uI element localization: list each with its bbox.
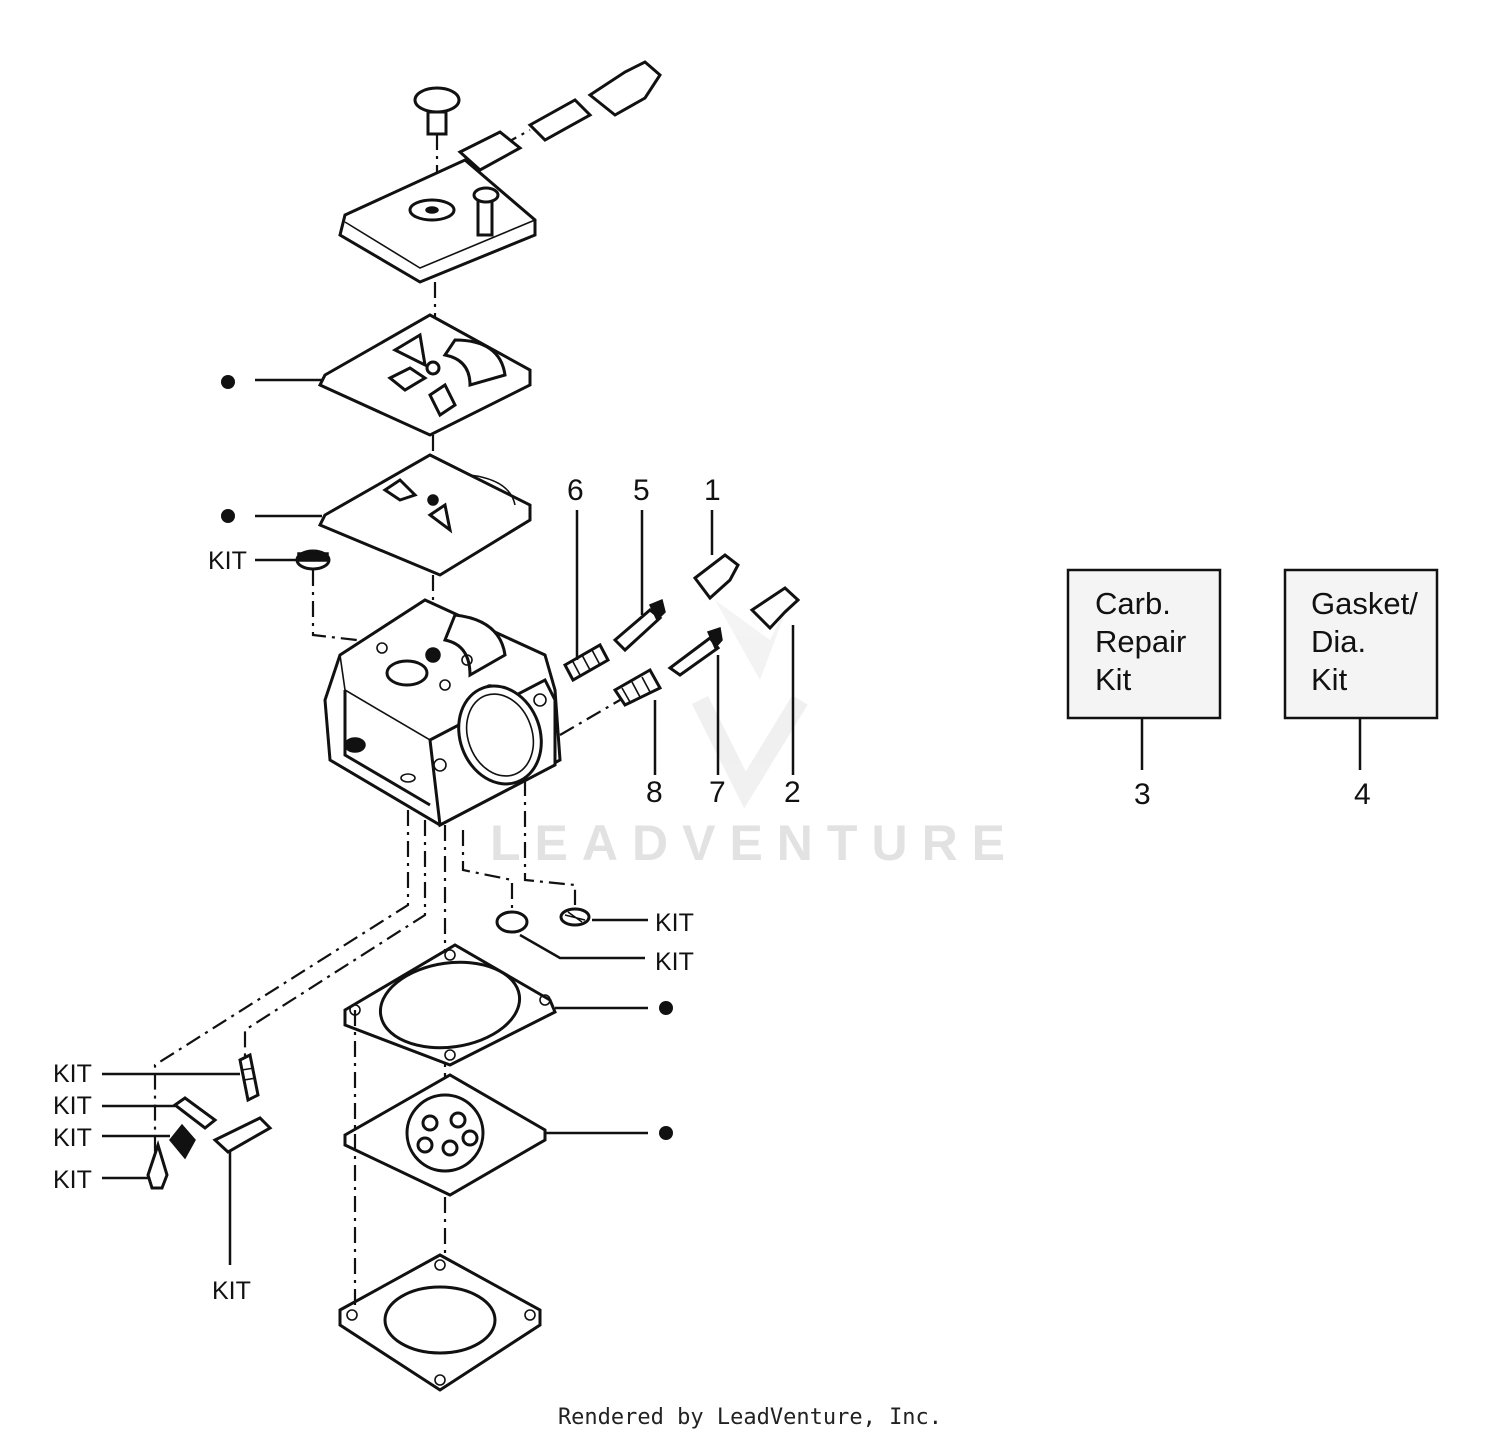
lower-kit-parts [495, 907, 648, 960]
kit-label: KIT [53, 1060, 92, 1088]
watermark-logo [691, 600, 808, 809]
pump-diaphragm [317, 453, 532, 605]
adjusting-needles [559, 553, 801, 736]
metering-cover-assembly [338, 60, 662, 320]
kit-label: KIT [53, 1166, 92, 1194]
metering-diaphragm [343, 1073, 648, 1197]
carb-repair-kit-line-3: Kit [1095, 662, 1132, 697]
pump-gasket [317, 313, 532, 470]
carb-repair-kit-line-2: Repair [1095, 624, 1186, 659]
kit-label: KIT [208, 547, 247, 575]
inlet-needle-parts [102, 1052, 273, 1265]
upper-leaders [255, 378, 322, 562]
gasket-dia-kit-line-2: Dia. [1311, 624, 1366, 659]
gasket-kit-bullet [659, 1001, 673, 1015]
gasket-kit-bullet [221, 509, 235, 523]
callout-8: 8 [646, 776, 663, 809]
metering-cover [338, 1010, 542, 1392]
callout-7: 7 [709, 776, 726, 809]
callout-3: 3 [1134, 778, 1151, 811]
kit-label: KIT [655, 909, 694, 937]
gasket-dia-kit-box: Gasket/ Dia. Kit [1283, 568, 1439, 770]
gasket-kit-bullet [659, 1126, 673, 1140]
kit-label: KIT [53, 1092, 92, 1120]
callout-1: 1 [704, 474, 721, 507]
inlet-screen [295, 549, 401, 647]
kit-label: KIT [212, 1277, 251, 1305]
rendered-by-footer: Rendered by LeadVenture, Inc. [557, 1405, 943, 1430]
kit-label: KIT [655, 948, 694, 976]
gasket-dia-kit-line-1: Gasket/ [1311, 586, 1418, 621]
metering-gasket [343, 943, 648, 1067]
carb-repair-kit-box: Carb. Repair Kit [1066, 568, 1222, 770]
callout-4: 4 [1354, 778, 1371, 811]
gasket-kit-bullet [221, 375, 235, 389]
callout-leaders [575, 510, 795, 775]
kit-label: KIT [53, 1124, 92, 1152]
callout-5: 5 [633, 474, 650, 507]
gasket-dia-kit-line-3: Kit [1311, 662, 1348, 697]
carb-repair-kit-line-1: Carb. [1095, 586, 1171, 621]
callout-2: 2 [784, 776, 801, 809]
assembly-paths [153, 780, 577, 1310]
callout-6: 6 [567, 474, 584, 507]
carburetor-body [323, 598, 562, 828]
watermark-text: LEADVENTURE [490, 815, 1019, 871]
